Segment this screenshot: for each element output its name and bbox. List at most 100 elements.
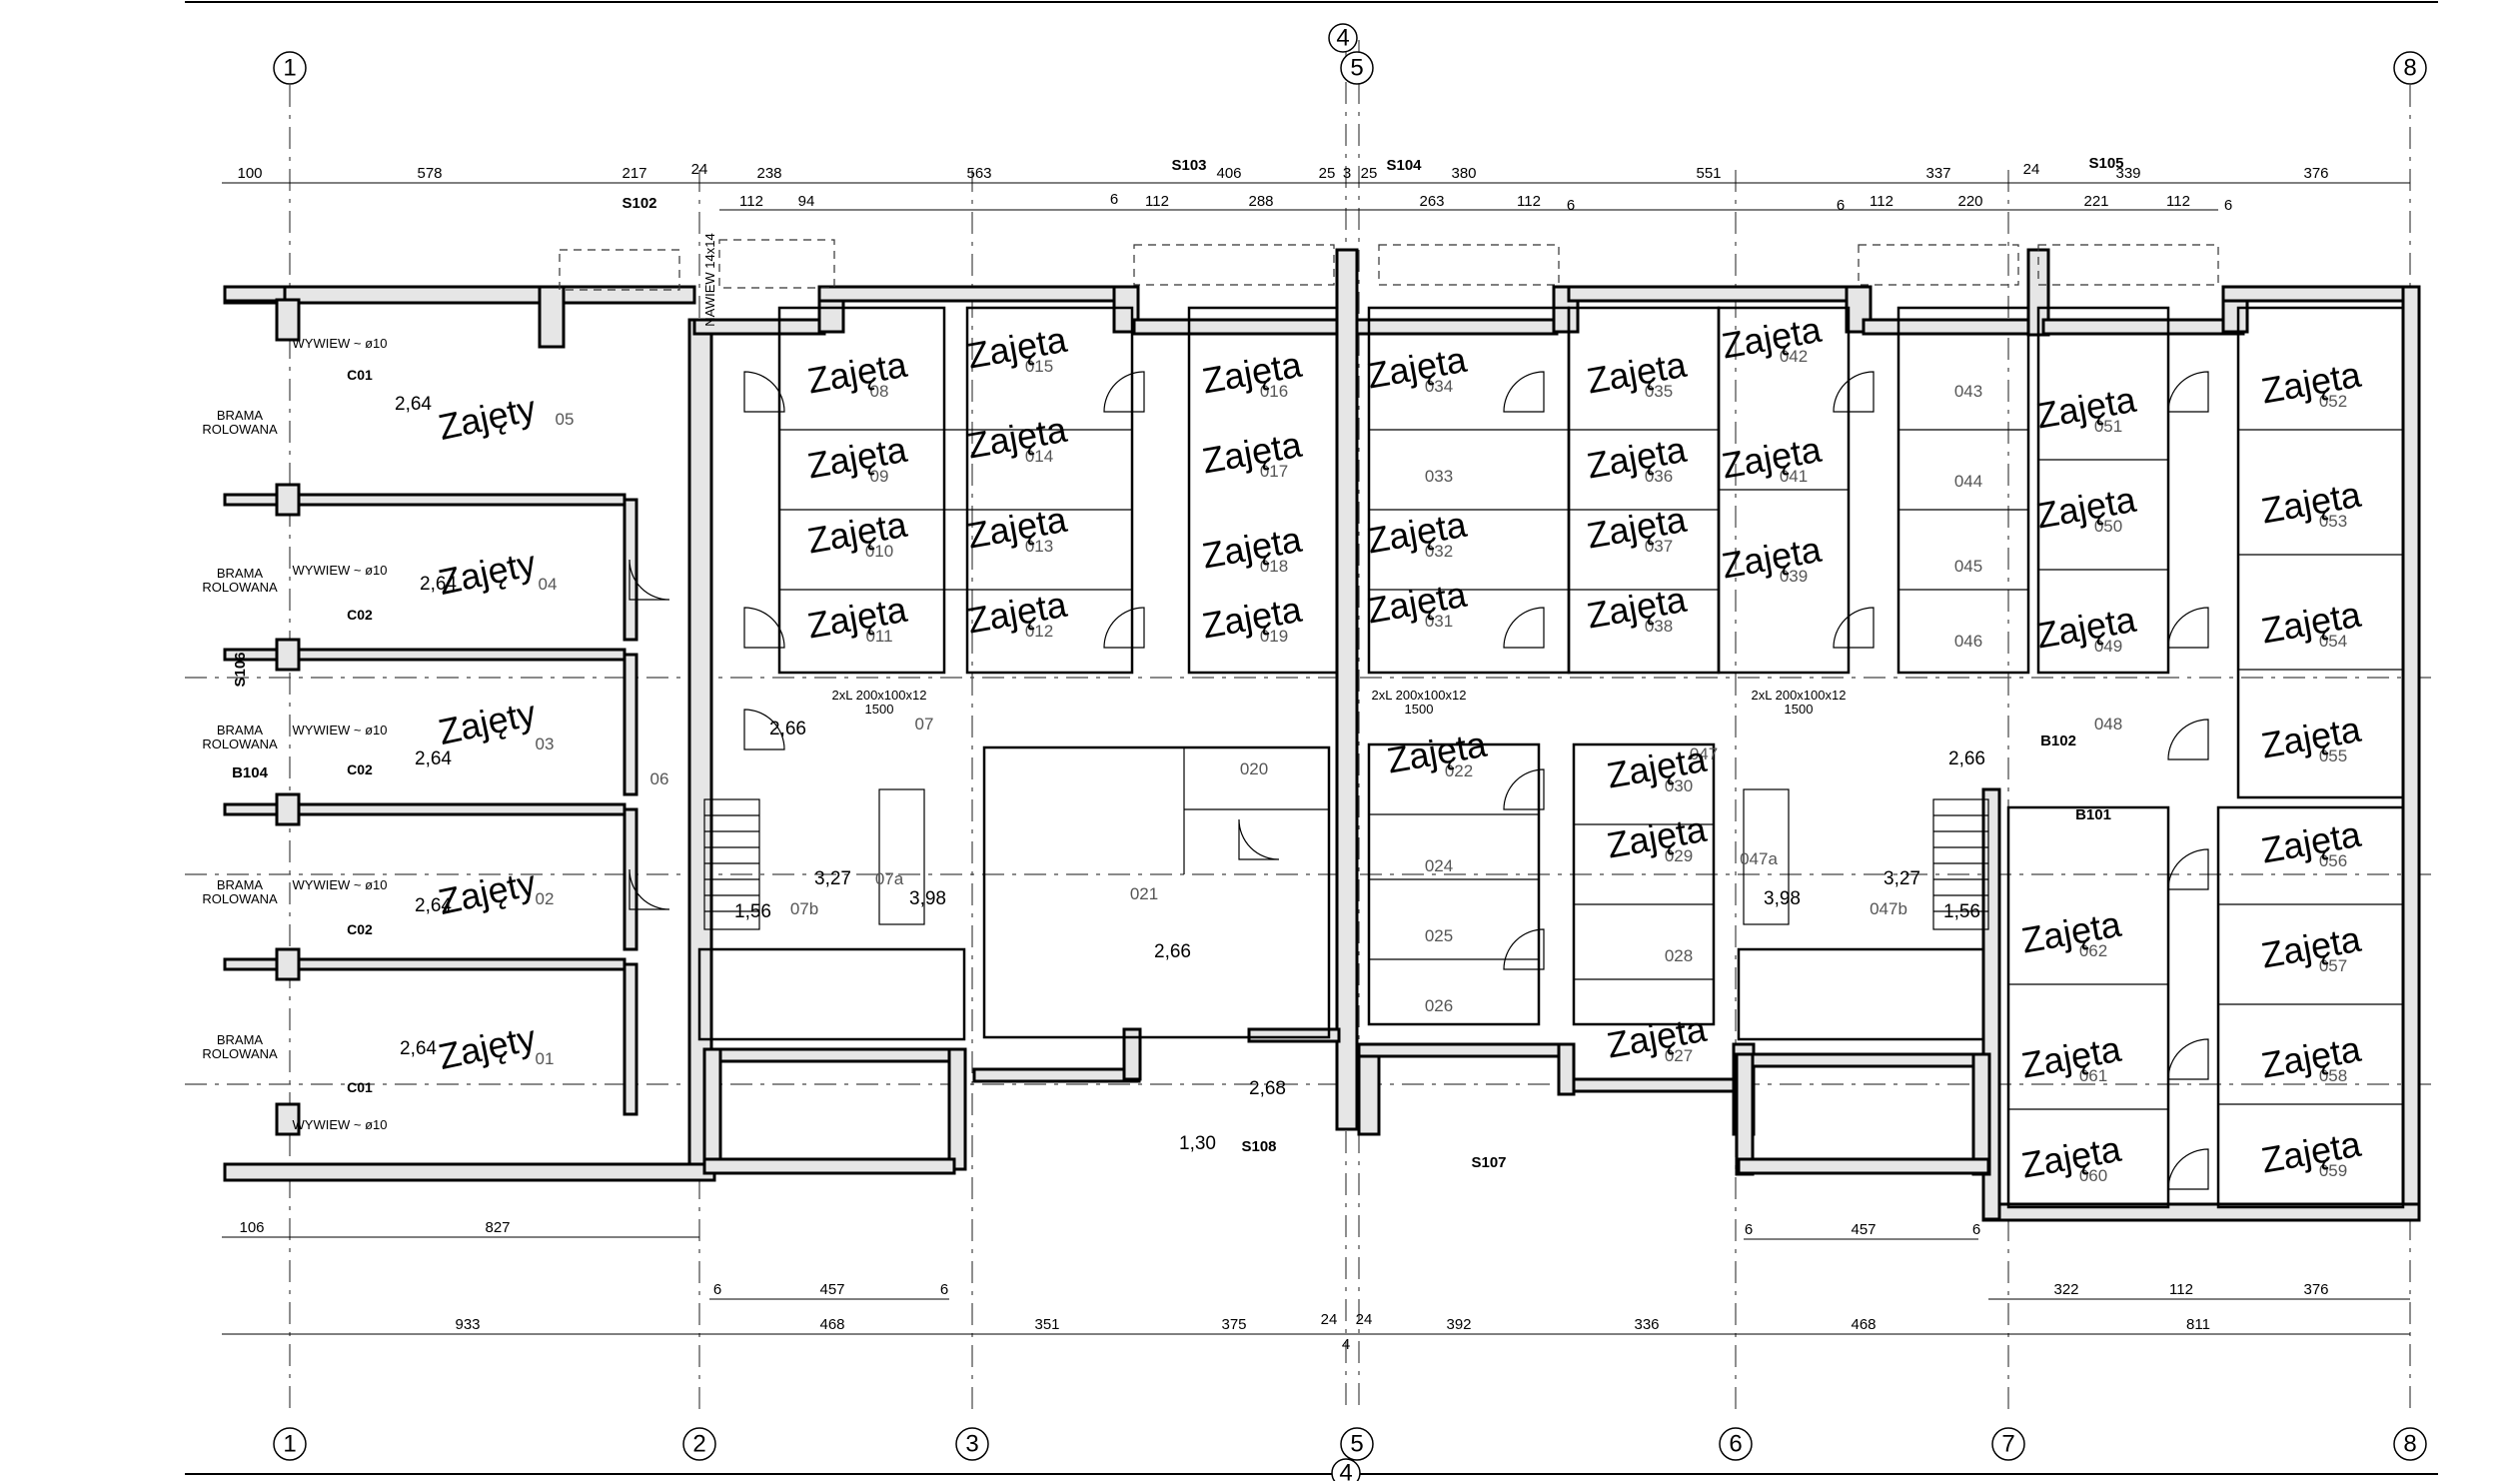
occupied-stamp: Zajęta bbox=[1604, 808, 1711, 866]
room-number: 022 bbox=[1445, 761, 1473, 780]
occupied-stamp: Zajęta bbox=[2258, 709, 2365, 766]
dimension-chain-top-2: 112 94 6 112 288 263 112 6 6 112 220 221… bbox=[719, 191, 2232, 214]
room-number: 026 bbox=[1425, 996, 1453, 1015]
room-number: 025 bbox=[1425, 926, 1453, 945]
room-number: 045 bbox=[1954, 557, 1982, 576]
room-number: 039 bbox=[1780, 567, 1808, 586]
svg-text:6: 6 bbox=[1837, 197, 1845, 214]
svg-text:6: 6 bbox=[1972, 1221, 1980, 1238]
occupied-stamp: Zajęta bbox=[2258, 813, 2365, 871]
room-number: 037 bbox=[1645, 537, 1673, 556]
occupied-stamp: Zajęta bbox=[2018, 1028, 2125, 1086]
svg-text:048: 048 bbox=[2094, 715, 2122, 734]
svg-text:04: 04 bbox=[539, 575, 558, 594]
svg-text:3,27: 3,27 bbox=[814, 868, 851, 889]
svg-text:112: 112 bbox=[2169, 1281, 2193, 1298]
svg-text:4: 4 bbox=[1336, 25, 1349, 52]
room-number: 030 bbox=[1665, 776, 1693, 795]
room-number: 011 bbox=[865, 627, 892, 646]
svg-text:Zajęty: Zajęty bbox=[435, 1017, 539, 1077]
stairs-right bbox=[1743, 788, 1989, 930]
svg-text:S104: S104 bbox=[1386, 157, 1422, 174]
storage-room-045: 045 bbox=[1954, 557, 1982, 576]
svg-text:2,64: 2,64 bbox=[395, 394, 432, 415]
svg-text:112: 112 bbox=[739, 193, 763, 210]
svg-text:2,66: 2,66 bbox=[1154, 941, 1191, 962]
storage-room-028: 028 bbox=[1665, 946, 1693, 965]
occupied-stamp: Zajęta bbox=[1364, 574, 1471, 632]
svg-text:376: 376 bbox=[2303, 1281, 2328, 1298]
svg-text:S106: S106 bbox=[232, 652, 249, 687]
svg-text:S103: S103 bbox=[1171, 157, 1206, 174]
occupied-stamp: Zajęta bbox=[1604, 1008, 1711, 1066]
room-number: 052 bbox=[2319, 392, 2347, 411]
svg-text:ROLOWANA: ROLOWANA bbox=[202, 580, 278, 595]
svg-text:B104: B104 bbox=[232, 764, 269, 781]
svg-text:322: 322 bbox=[2053, 1281, 2078, 1298]
svg-text:C02: C02 bbox=[347, 761, 373, 777]
room-number: 059 bbox=[2319, 1161, 2347, 1180]
occupied-stamp: Zajęta bbox=[2018, 1128, 2125, 1186]
axis-bubble-top-4: 4 bbox=[1328, 23, 1358, 53]
room-number: 043 bbox=[1954, 382, 1982, 401]
svg-text:5: 5 bbox=[1350, 55, 1363, 82]
svg-text:BRAMA: BRAMA bbox=[217, 877, 264, 892]
svg-text:WYWIEW ~ ø10: WYWIEW ~ ø10 bbox=[293, 877, 388, 892]
svg-text:3: 3 bbox=[1343, 165, 1351, 182]
occupied-stamp: Zajęta bbox=[804, 589, 911, 647]
svg-text:2: 2 bbox=[692, 1431, 705, 1458]
occupied-stamp: Zajęta bbox=[2258, 594, 2365, 652]
svg-text:112: 112 bbox=[1870, 193, 1893, 210]
svg-text:94: 94 bbox=[798, 193, 815, 210]
room-number: 035 bbox=[1645, 382, 1673, 401]
svg-text:3: 3 bbox=[965, 1431, 978, 1458]
occupied-stamp: Zajęta bbox=[1199, 519, 1306, 577]
room-number: 036 bbox=[1645, 467, 1673, 486]
stairs-left bbox=[703, 788, 925, 930]
svg-text:WYWIEW ~ ø10: WYWIEW ~ ø10 bbox=[293, 723, 388, 738]
svg-text:2,66: 2,66 bbox=[769, 719, 806, 740]
storage-room-046: 046 bbox=[1954, 632, 1982, 651]
occupied-stamp: Zajęta bbox=[1584, 344, 1691, 402]
door-swings bbox=[629, 371, 2209, 1190]
svg-text:933: 933 bbox=[455, 1316, 480, 1333]
svg-text:1,30: 1,30 bbox=[1179, 1133, 1216, 1154]
occupied-stamp: Zajęta bbox=[2258, 918, 2365, 976]
svg-text:24: 24 bbox=[2023, 161, 2040, 178]
svg-text:047a: 047a bbox=[1740, 849, 1778, 868]
occupied-stamp: Zajęta bbox=[2258, 354, 2365, 412]
svg-text:6: 6 bbox=[940, 1281, 948, 1298]
garage-partitions bbox=[223, 298, 638, 1136]
svg-text:6: 6 bbox=[1110, 191, 1118, 208]
svg-text:2xL 200x100x12: 2xL 200x100x12 bbox=[832, 688, 927, 703]
svg-text:468: 468 bbox=[1851, 1316, 1876, 1333]
svg-text:106: 106 bbox=[239, 1219, 264, 1236]
room-number: 010 bbox=[865, 542, 893, 561]
room-number: 062 bbox=[2079, 941, 2107, 960]
room-number: 033 bbox=[1425, 467, 1453, 486]
room-number: 019 bbox=[1260, 627, 1288, 646]
svg-text:5: 5 bbox=[1350, 1431, 1363, 1458]
svg-text:2,64: 2,64 bbox=[415, 748, 452, 769]
svg-text:3,98: 3,98 bbox=[909, 888, 946, 909]
occupied-stamp: Zajęta bbox=[804, 504, 911, 562]
svg-text:03: 03 bbox=[536, 735, 555, 753]
